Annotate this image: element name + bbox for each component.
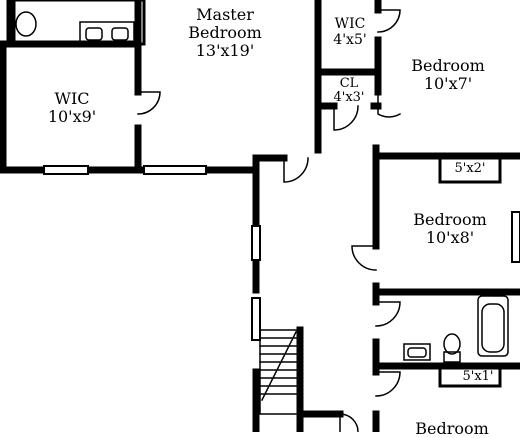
master-bedroom-name-line2: Bedroom [188,23,262,42]
stairs [259,329,301,415]
closet-dims: 4'x3' [333,90,365,105]
bedroom-bottom-right-name: Bedroom [415,419,489,438]
closet-bottom-label: 5'x1' [462,370,493,384]
bedroom-top-right-name: Bedroom [411,56,485,75]
master-bedroom-label: Master Bedroom 13'x19' [188,6,262,60]
bedroom-mid-right-name: Bedroom [413,210,487,229]
closet-name: CL [339,76,359,91]
wic-left-label: WIC 10'x9' [48,90,96,126]
bedroom-top-right-dims: 10'x7' [423,74,473,93]
master-bedroom-dims: 13'x19' [195,41,255,60]
closet-bottom-dims: 5'x1' [462,369,494,384]
master-bedroom-name-line1: Master [196,5,254,24]
wic-top-name: WIC [334,16,366,32]
closet-mid-dims: 5'x2' [454,161,486,176]
bedroom-mid-right-label: Bedroom 10'x8' [413,211,487,247]
bedroom-mid-right-dims: 10'x8' [425,228,475,247]
fixtures [15,11,509,363]
doors [137,9,402,432]
closet-walls [12,0,502,388]
bedroom-bottom-right-label: Bedroom [415,420,489,438]
wic-left-name: WIC [54,89,90,108]
wic-left-dims: 10'x9' [47,107,97,126]
closet-label: CL 4'x3' [333,77,364,105]
wic-top-label: WIC 4'x5' [333,16,366,48]
windows [43,165,520,341]
wic-top-dims: 4'x5' [333,32,367,48]
closet-mid-label: 5'x2' [454,162,485,176]
bedroom-top-right-label: Bedroom 10'x7' [411,57,485,93]
